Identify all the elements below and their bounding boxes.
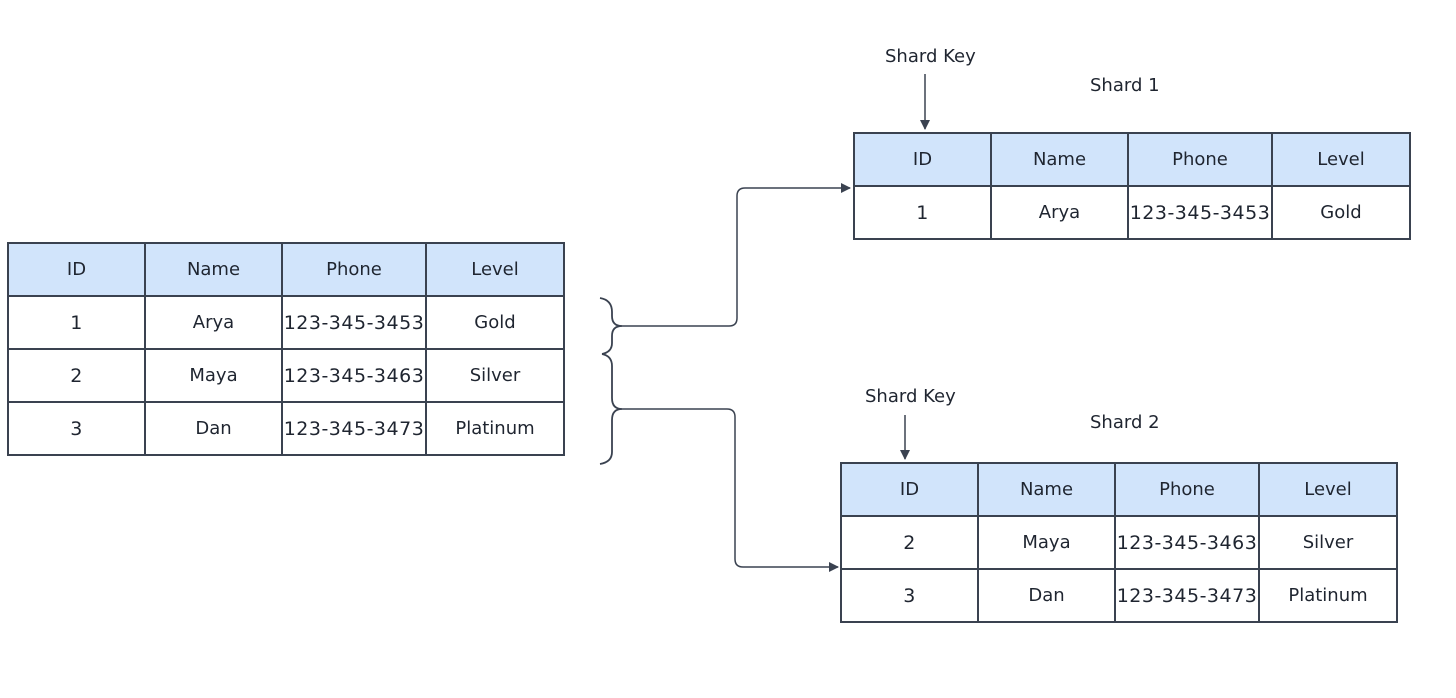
column-header-name: Name — [144, 242, 283, 297]
name-cell: Maya — [144, 348, 283, 403]
column-header-phone: Phone — [281, 242, 427, 297]
connector-to-shard-1 — [622, 183, 851, 327]
name-cell: Arya — [990, 185, 1129, 240]
id-cell: 1 — [7, 295, 146, 350]
name-cell: Dan — [144, 401, 283, 456]
column-header-phone: Phone — [1127, 132, 1273, 187]
phone-cell: 123-345-3463 — [281, 348, 427, 403]
level-cell: Silver — [1258, 515, 1398, 570]
shard-2-key-label: Shard Key — [865, 386, 956, 407]
level-cell: Platinum — [1258, 568, 1398, 623]
name-cell: Arya — [144, 295, 283, 350]
phone-cell: 123-345-3453 — [281, 295, 427, 350]
lower-brace — [599, 353, 623, 465]
phone-cell: 123-345-3473 — [1114, 568, 1260, 623]
phone-cell: 123-345-3463 — [1114, 515, 1260, 570]
phone-cell: 123-345-3473 — [281, 401, 427, 456]
shard-1-title: Shard 1 — [1090, 75, 1160, 96]
shard-1-table: ID Name Phone Level 1 Arya 123-345-3453 … — [853, 132, 1411, 240]
column-header-level: Level — [1271, 132, 1411, 187]
column-header-level: Level — [1258, 462, 1398, 517]
level-cell: Platinum — [425, 401, 565, 456]
header-row: ID Name Phone Level — [853, 132, 1411, 187]
level-cell: Gold — [425, 295, 565, 350]
shard-1-key-label: Shard Key — [885, 46, 976, 67]
id-cell: 2 — [7, 348, 146, 403]
column-header-id: ID — [853, 132, 992, 187]
shard-2-table: ID Name Phone Level 2 Maya 123-345-3463 … — [840, 462, 1398, 623]
header-row: ID Name Phone Level — [840, 462, 1398, 517]
table-row: 1 Arya 123-345-3453 Gold — [853, 185, 1411, 240]
column-header-id: ID — [7, 242, 146, 297]
table-row: 1 Arya 123-345-3453 Gold — [7, 295, 565, 350]
table-row: 2 Maya 123-345-3463 Silver — [7, 348, 565, 403]
table-row: 3 Dan 123-345-3473 Platinum — [7, 401, 565, 456]
id-cell: 2 — [840, 515, 979, 570]
column-header-id: ID — [840, 462, 979, 517]
column-header-name: Name — [990, 132, 1129, 187]
column-header-phone: Phone — [1114, 462, 1260, 517]
id-cell: 1 — [853, 185, 992, 240]
upper-brace — [599, 297, 623, 355]
id-cell: 3 — [7, 401, 146, 456]
column-header-level: Level — [425, 242, 565, 297]
table-row: 2 Maya 123-345-3463 Silver — [840, 515, 1398, 570]
source-table: ID Name Phone Level 1 Arya 123-345-3453 … — [7, 242, 565, 456]
level-cell: Gold — [1271, 185, 1411, 240]
name-cell: Maya — [977, 515, 1116, 570]
column-header-name: Name — [977, 462, 1116, 517]
connector-to-shard-2 — [622, 408, 839, 572]
header-row: ID Name Phone Level — [7, 242, 565, 297]
level-cell: Silver — [425, 348, 565, 403]
id-cell: 3 — [840, 568, 979, 623]
table-row: 3 Dan 123-345-3473 Platinum — [840, 568, 1398, 623]
shard-2-title: Shard 2 — [1090, 412, 1160, 433]
phone-cell: 123-345-3453 — [1127, 185, 1273, 240]
name-cell: Dan — [977, 568, 1116, 623]
